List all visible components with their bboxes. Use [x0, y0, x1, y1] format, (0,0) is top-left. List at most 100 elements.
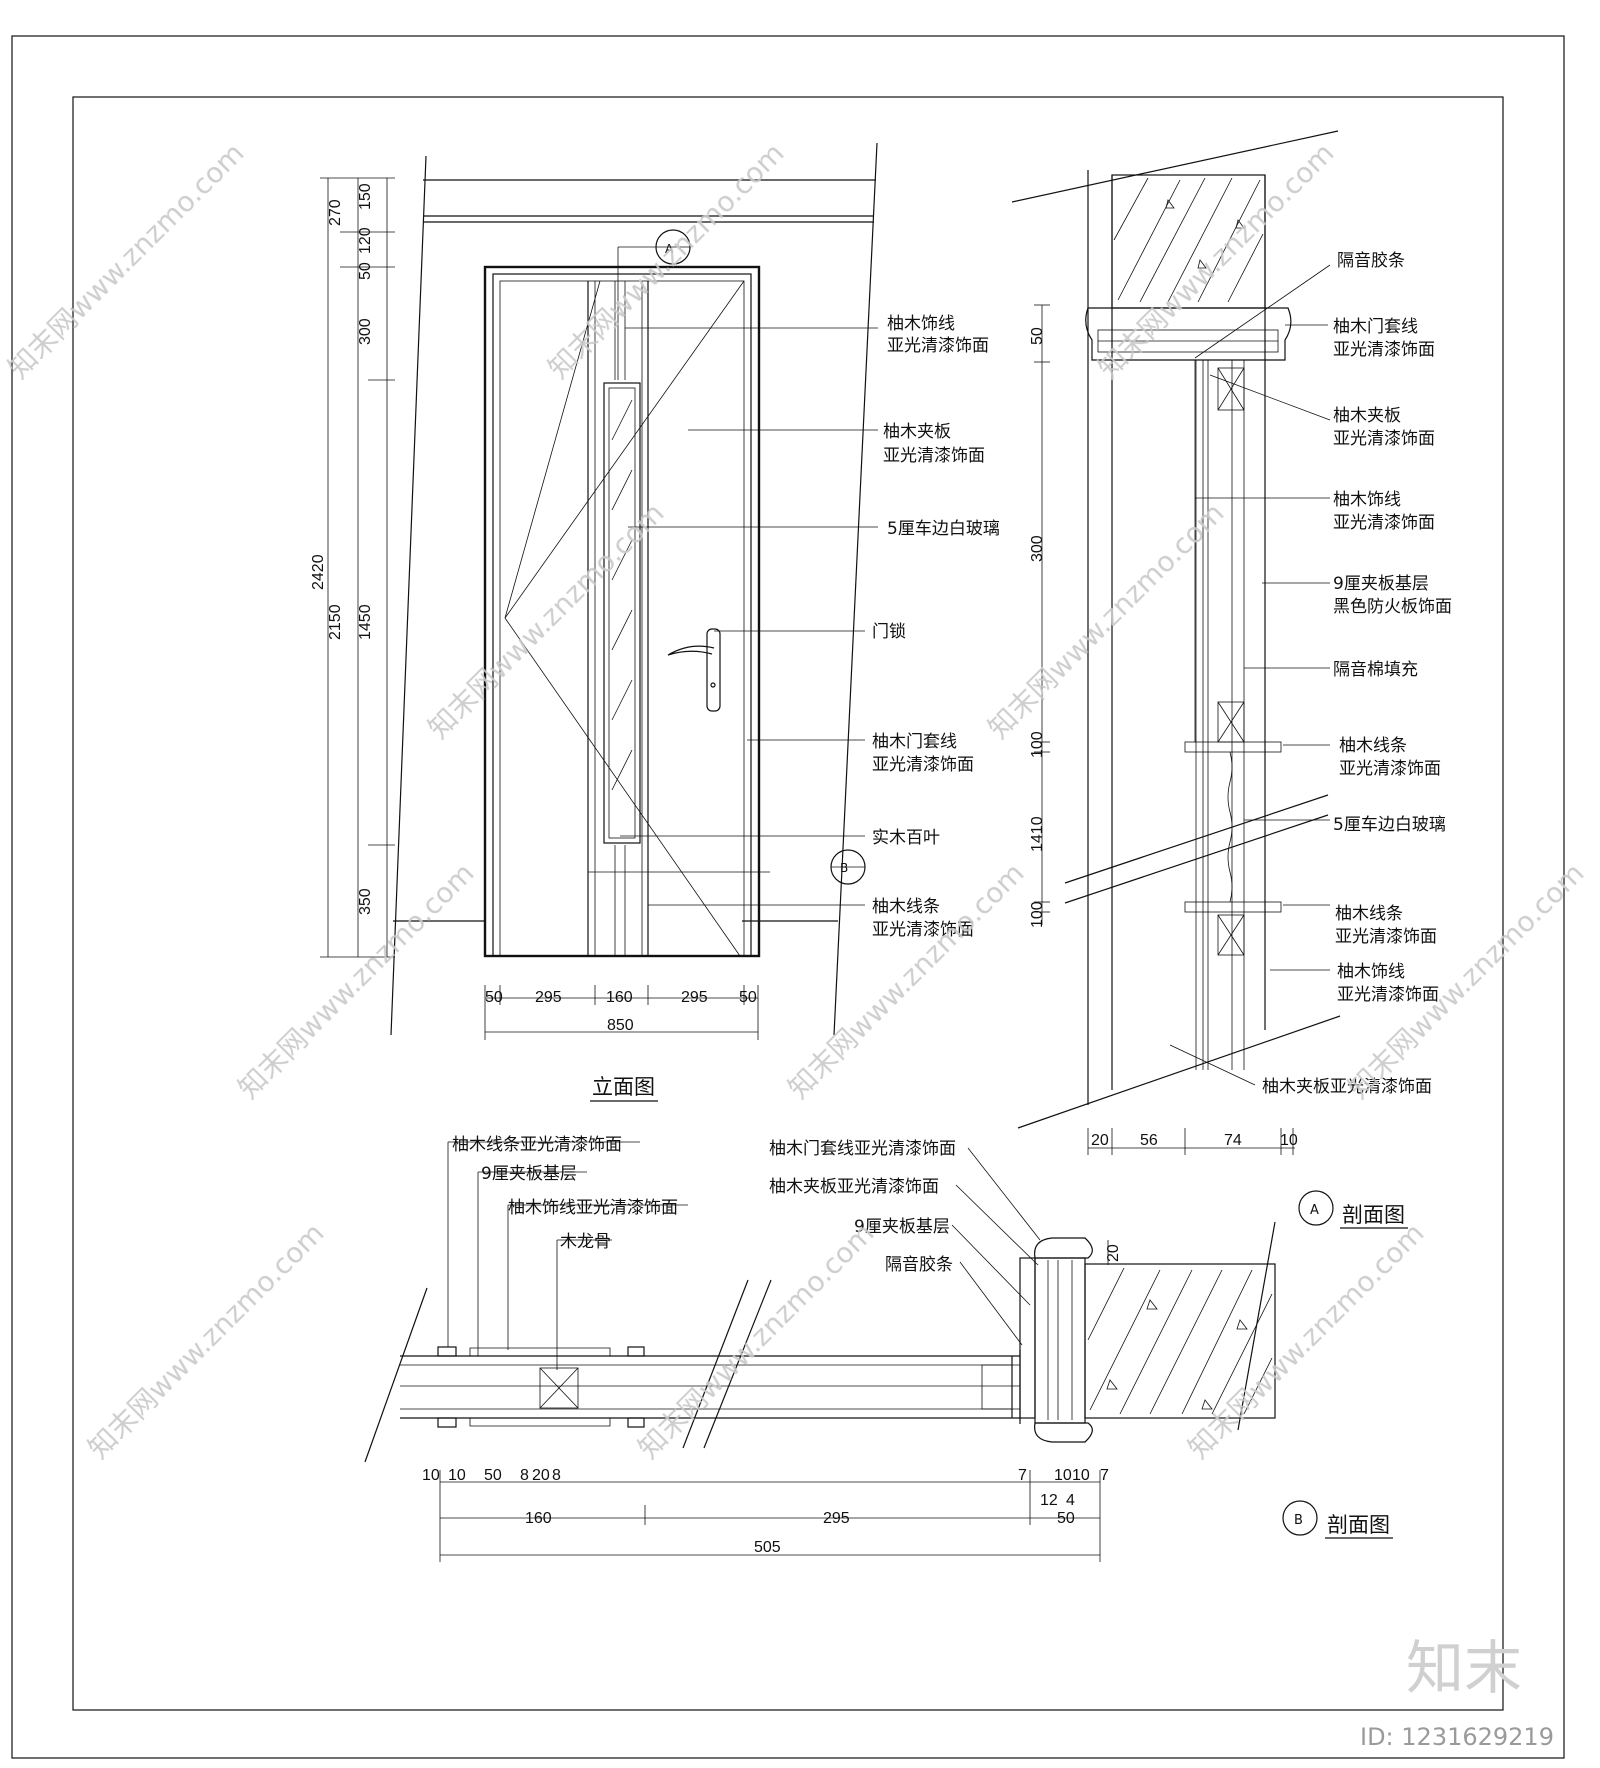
sec-b-dim-50: 50: [1057, 1510, 1075, 1527]
sec-a-label-9: 黑色防火板饰面: [1333, 597, 1452, 617]
sec-a-label-17: 亚光清漆饰面: [1337, 985, 1439, 1005]
sec-a-dim-300: 300: [1029, 535, 1046, 562]
sec-b-dim-160: 160: [525, 1510, 552, 1527]
sec-a-label-7: 亚光清漆饰面: [1333, 513, 1435, 533]
sec-b-sdim-3: 50: [484, 1467, 502, 1484]
sec-a-dim-50: 50: [1029, 327, 1046, 345]
inner-border: [72, 96, 1504, 1711]
marker-b-elev: B: [840, 861, 848, 875]
elevation-view: 柚木饰线 亚光清漆饰面 柚木夹板 亚光清漆饰面 5厘车边白玻璃 门锁 柚木门套线…: [310, 142, 1000, 1102]
elev-hdim-50b: 50: [739, 989, 757, 1006]
elev-dim-2420: 2420: [310, 554, 327, 590]
watermark-text: 知末网www.znzmo.com: [82, 1216, 331, 1465]
sec-b-sdim-8: 10: [1054, 1467, 1072, 1484]
sec-a-label-15: 亚光清漆饰面: [1335, 927, 1437, 947]
sec-a-dim-1410: 1410: [1029, 816, 1046, 852]
sec-b-label-4: 木龙骨: [560, 1232, 611, 1252]
watermark-text: 知末网www.znzmo.com: [422, 496, 671, 745]
watermark-text: 知末网www.znzmo.com: [982, 496, 1231, 745]
elevation-title: 立面图: [592, 1075, 655, 1099]
sec-a-label-11: 柚木线条: [1339, 736, 1407, 756]
watermark-text: 知末网www.znzmo.com: [1092, 136, 1341, 385]
sec-a-label-13: 5厘车边白玻璃: [1333, 815, 1446, 835]
sec-b-sdim-5: 20: [532, 1467, 550, 1484]
elev-label-5: 5厘车边白玻璃: [887, 519, 1000, 539]
sec-b-sdim-6: 8: [552, 1467, 561, 1484]
elev-dim-50: 50: [357, 262, 374, 280]
elev-dim-2150: 2150: [327, 604, 344, 640]
sec-b-sdim-12: 4: [1066, 1492, 1075, 1509]
sec-a-dim-100b: 100: [1029, 901, 1046, 928]
elev-dim-120: 120: [357, 227, 374, 254]
elev-label-2: 亚光清漆饰面: [887, 336, 989, 356]
marker-b-section: B: [1294, 1513, 1303, 1528]
elev-dim-150: 150: [357, 183, 374, 210]
marker-a-section: A: [1310, 1203, 1319, 1218]
elev-hdim-160: 160: [606, 989, 633, 1006]
section-b-title: 剖面图: [1327, 1513, 1390, 1537]
sec-a-label-4: 柚木夹板: [1333, 406, 1401, 426]
sec-b-label-1: 柚木线条亚光清漆饰面: [452, 1135, 622, 1155]
elev-hdim-850: 850: [607, 1017, 634, 1034]
sec-b-sdim-13: 20: [1105, 1244, 1122, 1262]
sec-b-sdim-2: 10: [448, 1467, 466, 1484]
watermark-text: 知末网www.znzmo.com: [782, 856, 1031, 1105]
sec-a-label-18: 柚木夹板亚光清漆饰面: [1262, 1077, 1432, 1097]
watermark-text: 知末网www.znzmo.com: [632, 1216, 881, 1465]
section-b-view: 柚木线条亚光清漆饰面 9厘夹板基层 柚木饰线亚光清漆饰面 木龙骨 柚木门套线亚光…: [364, 1135, 1393, 1562]
elev-label-3: 柚木夹板: [883, 422, 951, 442]
outer-border: [11, 35, 1565, 1759]
sec-a-label-14: 柚木线条: [1335, 904, 1403, 924]
section-a-view: 隔音胶条 柚木门套线 亚光清漆饰面 柚木夹板 亚光清漆饰面 柚木饰线 亚光清漆饰…: [1011, 130, 1452, 1229]
sec-a-hdim-56: 56: [1140, 1132, 1158, 1149]
elev-label-4: 亚光清漆饰面: [883, 446, 985, 466]
elev-hdim-50a: 50: [485, 989, 503, 1006]
watermark-text: 知末网www.znzmo.com: [2, 136, 251, 385]
elev-hdim-295a: 295: [535, 989, 562, 1006]
sec-a-label-16: 柚木饰线: [1337, 962, 1405, 982]
sec-b-label-7: 9厘夹板基层: [854, 1217, 950, 1237]
watermark-text: 知末网www.znzmo.com: [542, 136, 791, 385]
sec-a-label-8: 9厘夹板基层: [1333, 574, 1429, 594]
elev-dim-300: 300: [357, 318, 374, 345]
sec-b-sdim-1: 10: [422, 1467, 440, 1484]
image-id: ID: 1231629219: [1360, 1723, 1554, 1751]
sec-a-label-5: 亚光清漆饰面: [1333, 429, 1435, 449]
sec-b-sdim-10: 7: [1100, 1467, 1109, 1484]
sec-b-sdim-4: 8: [520, 1467, 529, 1484]
marker-a-elev: A: [665, 242, 674, 256]
sec-a-hdim-20: 20: [1091, 1132, 1109, 1149]
sec-b-label-6: 柚木夹板亚光清漆饰面: [769, 1177, 939, 1197]
sec-b-label-8: 隔音胶条: [885, 1255, 953, 1275]
sec-b-sdim-7: 7: [1018, 1467, 1027, 1484]
sec-b-dim-505: 505: [754, 1539, 781, 1556]
sec-b-sdim-11: 12: [1040, 1492, 1058, 1509]
watermark-text: 知末网www.znzmo.com: [232, 856, 481, 1105]
elev-label-1: 柚木饰线: [887, 314, 955, 334]
section-a-title: 剖面图: [1342, 1203, 1405, 1227]
sec-a-dim-100a: 100: [1029, 731, 1046, 758]
door-lock-icon: [706, 628, 721, 712]
elev-dim-350: 350: [357, 888, 374, 915]
sec-a-label-3: 亚光清漆饰面: [1333, 340, 1435, 360]
elev-label-7: 柚木门套线: [872, 732, 957, 752]
sec-a-label-6: 柚木饰线: [1333, 490, 1401, 510]
elev-label-11: 亚光清漆饰面: [872, 920, 974, 940]
sec-a-label-10: 隔音棉填充: [1333, 660, 1418, 680]
sec-a-label-1: 隔音胶条: [1337, 251, 1405, 271]
elev-dim-270: 270: [327, 199, 344, 226]
elev-dim-1450: 1450: [357, 604, 374, 640]
elev-hdim-295b: 295: [681, 989, 708, 1006]
elev-label-6: 门锁: [872, 622, 906, 642]
sec-a-hdim-74: 74: [1224, 1132, 1242, 1149]
sec-a-label-2: 柚木门套线: [1333, 317, 1418, 337]
sec-b-label-2: 9厘夹板基层: [481, 1164, 577, 1184]
sec-a-label-12: 亚光清漆饰面: [1339, 759, 1441, 779]
elev-label-10: 柚木线条: [872, 897, 940, 917]
sec-b-dim-295: 295: [823, 1510, 850, 1527]
watermark-text: 知末网www.znzmo.com: [1182, 1216, 1431, 1465]
elev-label-9: 实木百叶: [872, 828, 940, 848]
sec-b-label-3: 柚木饰线亚光清漆饰面: [508, 1198, 678, 1218]
